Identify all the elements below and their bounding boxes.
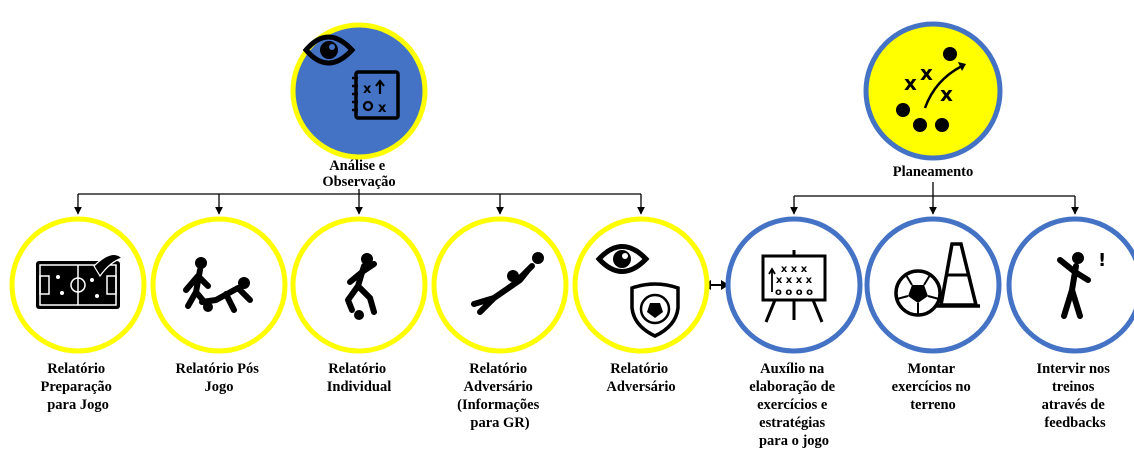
node-relatorio-preparacao: Relatório Preparação para Jogo: [9, 216, 147, 413]
svg-text:x: x: [363, 82, 372, 97]
intervir-treinos-label: Intervir nos treinos através de feedback…: [1036, 361, 1113, 431]
svg-text:!: !: [1098, 250, 1106, 271]
svg-text:o o o o: o o o o: [775, 287, 813, 298]
tactics-play-icon: x x x: [896, 47, 966, 132]
svg-text:x x x x: x x x x: [776, 275, 813, 286]
node-planning-root: x x x Planeamento: [863, 21, 1003, 180]
node-relatorio-adversario: Relatório Adversário: [572, 216, 710, 395]
planning-connectors: [790, 182, 1079, 215]
relatorio-preparacao-label: Relatório Preparação para Jogo: [40, 361, 115, 413]
node-relatorio-adversario-gr: Relatório Adversário (Informações para G…: [431, 216, 569, 431]
node-analysis-root: x x Análise e Observação: [290, 22, 428, 190]
node-auxilio-elaboracao: x x x x x x x o o o o Auxílio na elabora…: [725, 216, 863, 449]
node-relatorio-pos-jogo: Relatório Pós Jogo: [150, 216, 288, 395]
analysis-root-label: Análise e Observação: [322, 158, 395, 190]
svg-text:x x x: x x x: [781, 264, 808, 275]
svg-text:x: x: [920, 61, 933, 85]
montar-exercicios-label: Montar exercícios no terreno: [892, 361, 975, 413]
auxilio-elaboracao-label: Auxílio na elaboração de exercícios e es…: [749, 361, 838, 449]
kicking-player-icon: [345, 253, 377, 320]
node-intervir-treinos: ! Intervir nos treinos através de feedba…: [1006, 216, 1134, 431]
relatorio-pos-jogo-label: Relatório Pós Jogo: [176, 361, 263, 395]
svg-text:x: x: [904, 71, 917, 95]
relatorio-adversario-label: Relatório Adversário: [606, 361, 675, 395]
eye-shield-ball-icon: [595, 244, 680, 338]
diving-goalkeeper-icon: [471, 252, 544, 315]
node-montar-exercicios: Montar exercícios no terreno: [864, 216, 1002, 413]
relatorio-adversario-gr-label: Relatório Adversário (Informações para G…: [457, 361, 543, 431]
tackle-players-icon: [183, 257, 253, 313]
analysis-connectors: [74, 189, 645, 215]
ball-cone-icon: [894, 242, 980, 317]
coach-intervening-icon: !: [1057, 250, 1106, 319]
relatorio-individual-label: Relatório Individual: [327, 361, 392, 395]
eye-tactics-board-icon: x x: [302, 34, 400, 120]
planning-root-label: Planeamento: [893, 164, 974, 180]
svg-text:x: x: [378, 101, 387, 116]
pitch-report-icon: [36, 253, 124, 309]
svg-text:x: x: [940, 82, 953, 106]
tactics-easel-icon: x x x x x x x o o o o: [761, 250, 827, 323]
node-relatorio-individual: Relatório Individual: [290, 216, 428, 395]
